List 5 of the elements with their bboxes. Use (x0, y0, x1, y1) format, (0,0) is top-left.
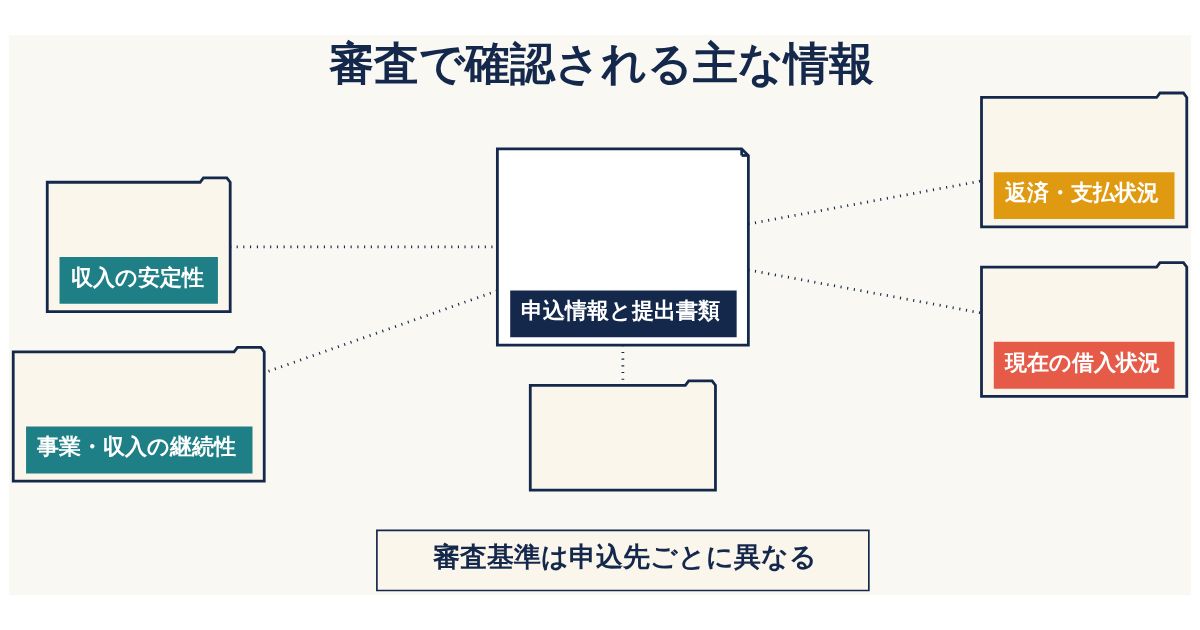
node-folder (528, 379, 717, 492)
connector (748, 268, 982, 315)
node-box: 審査基準は申込先ごとに異なる (376, 529, 870, 592)
connector (748, 179, 982, 226)
diagram-title: 審査で確認される主な情報 (329, 36, 875, 90)
